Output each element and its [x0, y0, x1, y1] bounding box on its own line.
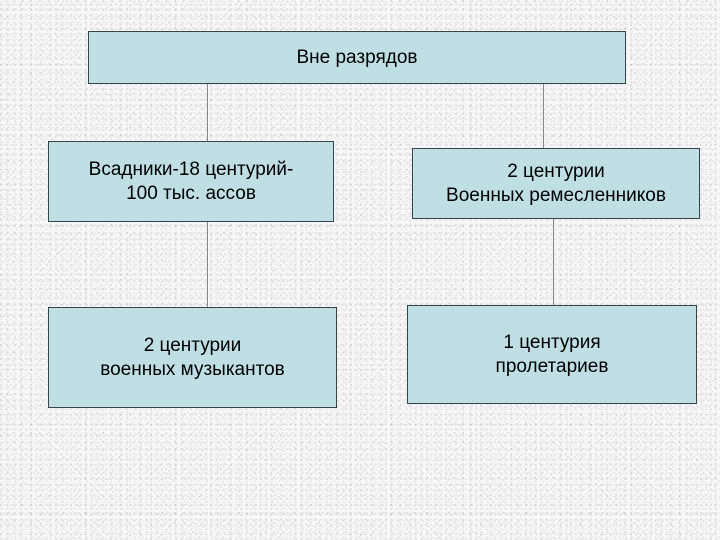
node-vsadniki[interactable]: Всадники-18 центурий- 100 тыс. ассов — [48, 141, 334, 222]
connector-remeslenniki-to-proletarii — [553, 219, 554, 305]
node-voennyh-remeslennikov[interactable]: 2 центурии Военных ремесленников — [412, 148, 700, 219]
node-proletariev[interactable]: 1 центурия пролетариев — [407, 305, 697, 404]
node-voennyh-muzykantov[interactable]: 2 центурии военных музыкантов — [48, 307, 337, 408]
connector-top-to-vsadniki — [207, 84, 208, 141]
connector-top-to-remeslenniki — [543, 84, 544, 148]
node-vne-razryadov[interactable]: Вне разрядов — [88, 31, 626, 84]
connector-vsadniki-to-muzykanty — [207, 222, 208, 307]
